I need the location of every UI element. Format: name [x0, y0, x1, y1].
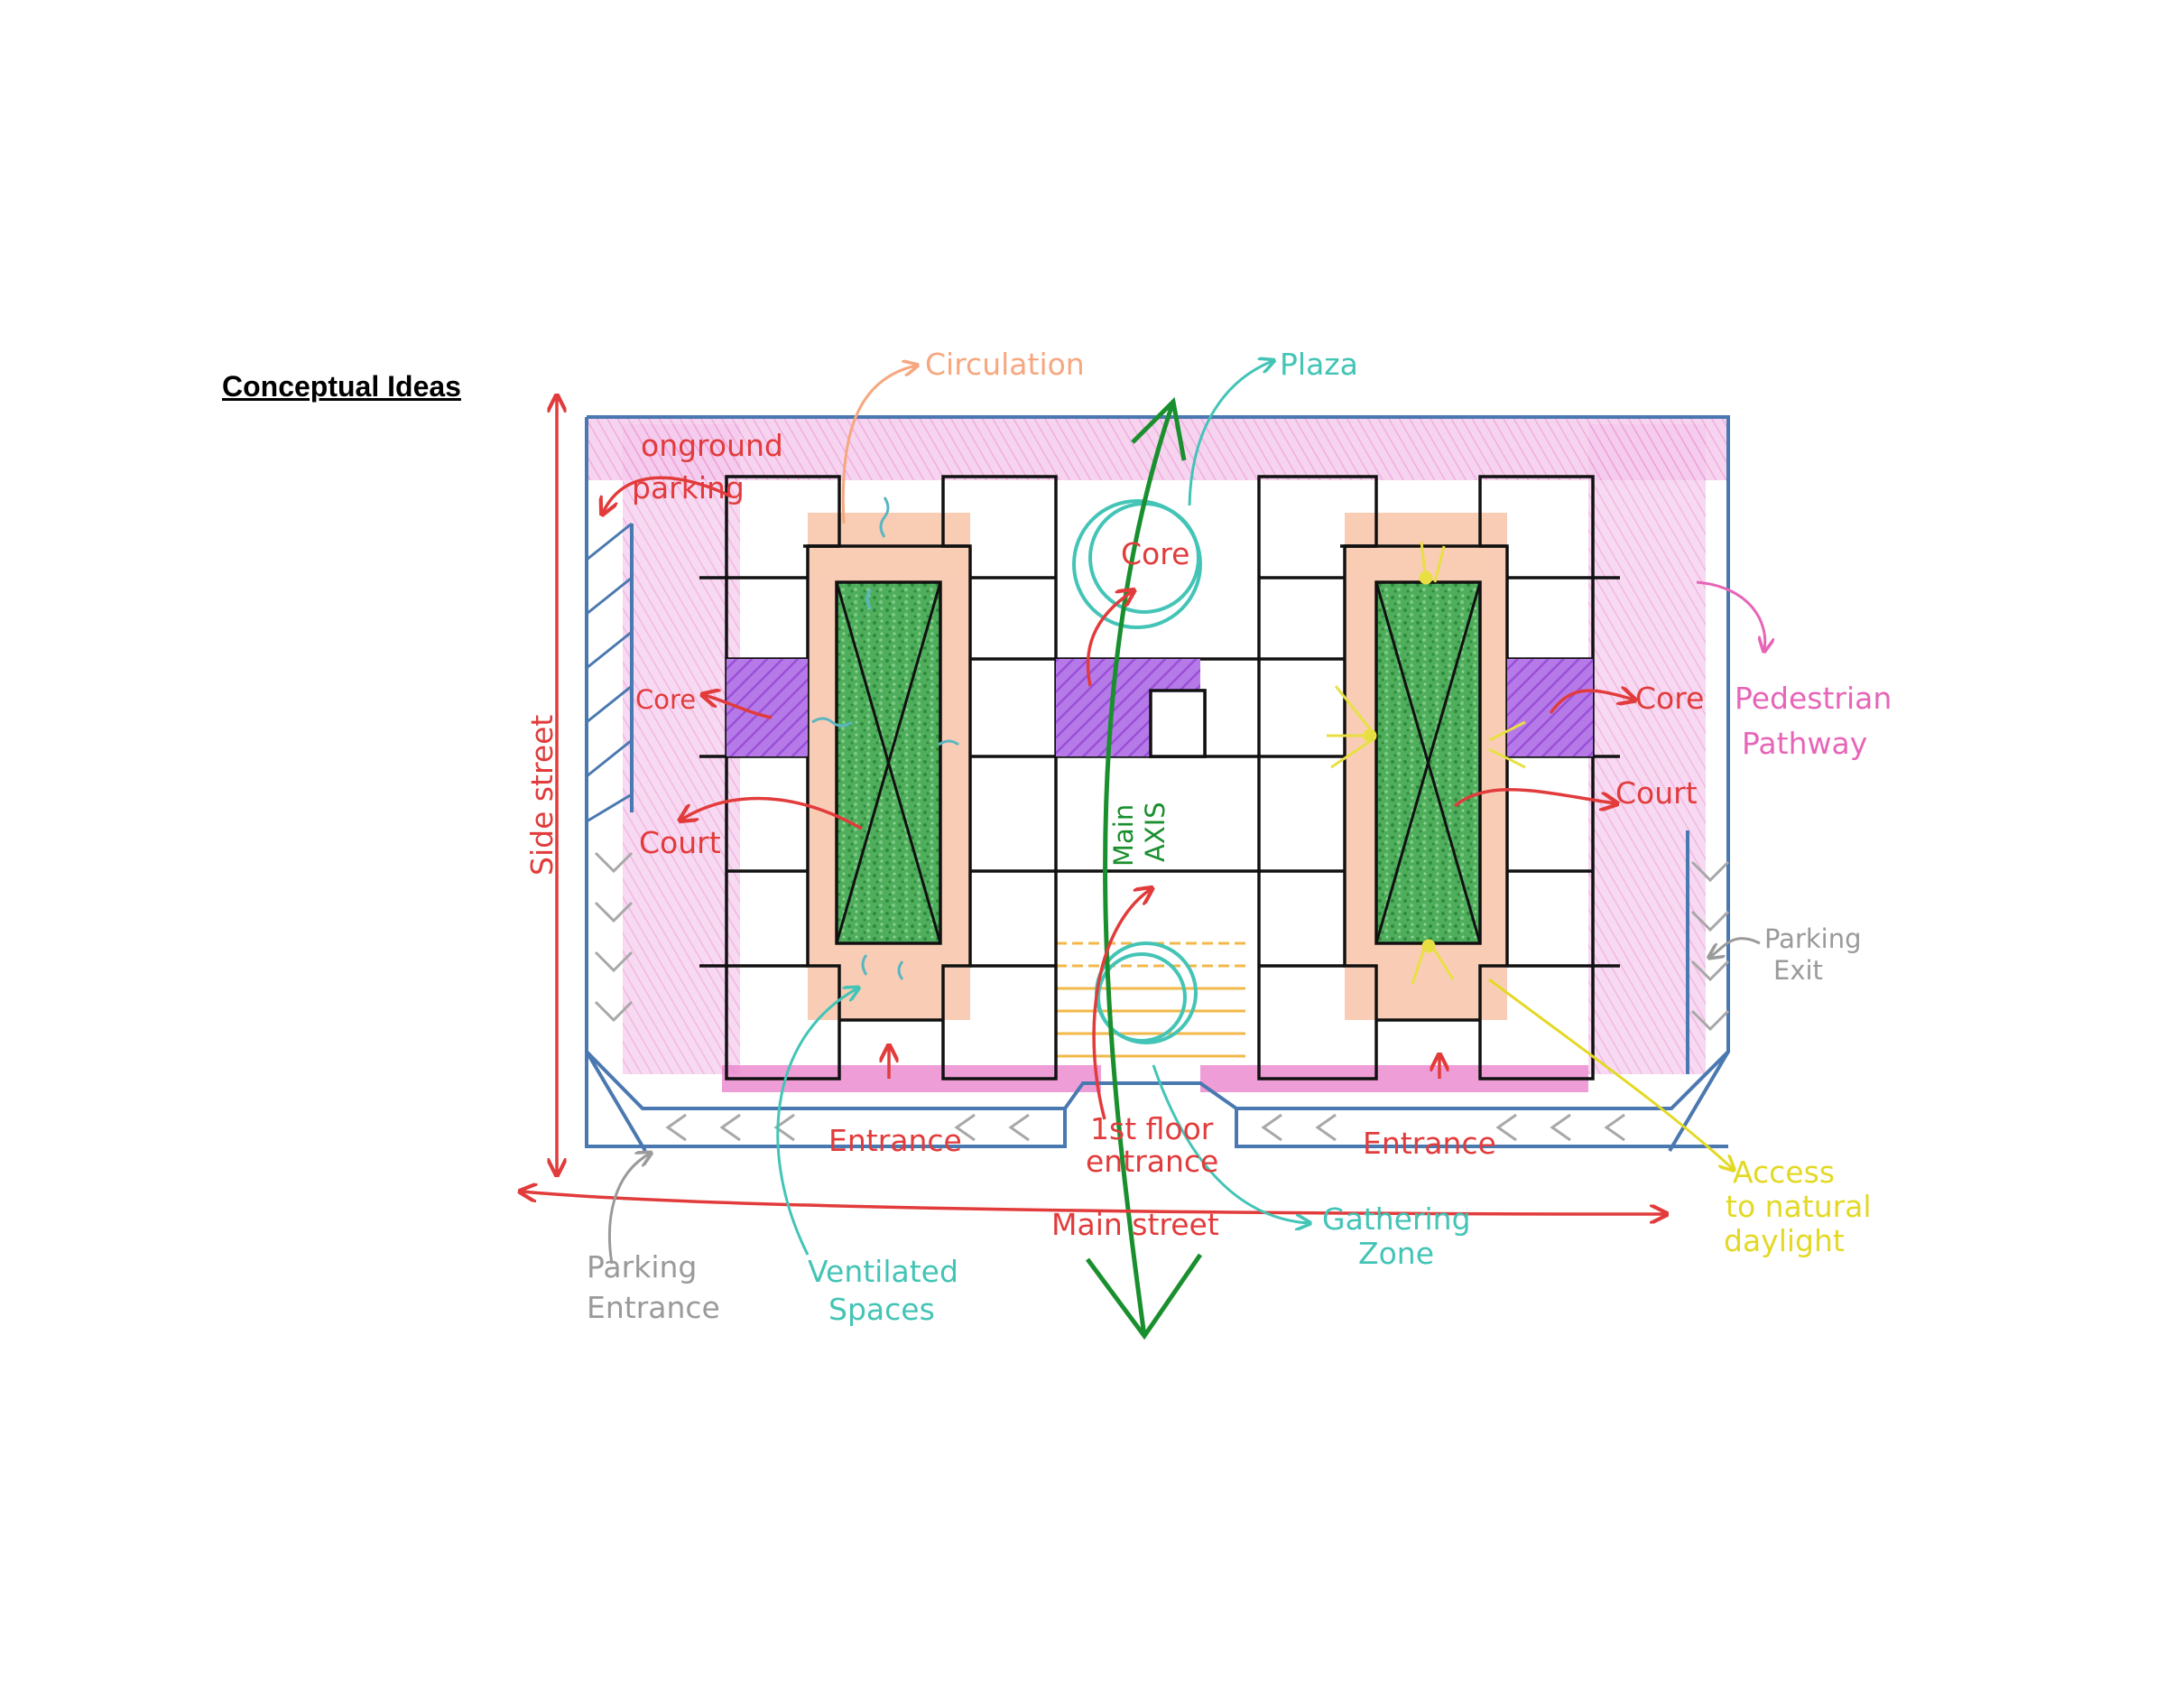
label-first-floor-2: entrance: [1086, 1144, 1218, 1179]
courtyards: [835, 580, 1482, 945]
label-entrance-left: Entrance: [828, 1123, 962, 1158]
label-core-right: Core: [1635, 681, 1704, 716]
diagram-labels: Circulation Plaza onground parking Core …: [524, 347, 1892, 1327]
parking-chevrons: [594, 851, 1730, 1142]
page-title: Conceptual Ideas: [222, 370, 461, 403]
label-access-3: daylight: [1724, 1223, 1845, 1258]
label-parking-entrance-1: Parking: [587, 1249, 697, 1285]
label-access-2: to natural: [1726, 1189, 1872, 1224]
ventilation-squiggles: [811, 496, 959, 980]
label-court-right: Court: [1615, 775, 1698, 811]
label-plaza: Plaza: [1280, 347, 1358, 382]
onground-parking-stripes: [586, 522, 633, 823]
label-parking-entrance-2: Entrance: [587, 1290, 720, 1325]
site-boundary: [585, 415, 1730, 1153]
label-main-axis-1: Main: [1108, 804, 1139, 867]
gathering-steps: [1056, 941, 1245, 1058]
label-parking-exit-1: Parking: [1764, 923, 1862, 954]
label-side-street: Side street: [524, 715, 560, 876]
label-core-center: Core: [1121, 536, 1189, 571]
label-parking-exit-2: Exit: [1773, 955, 1823, 986]
daylight-rays: [1327, 541, 1526, 985]
red-arrows: [522, 397, 1665, 1214]
plaza-circles: [1072, 499, 1202, 1044]
label-first-floor-1: 1st floor: [1090, 1111, 1214, 1146]
label-main-axis-2: AXIS: [1140, 802, 1171, 862]
label-core-left: Core: [635, 684, 696, 715]
label-pedestrian-1: Pedestrian: [1735, 681, 1892, 716]
label-pedestrian-2: Pathway: [1742, 726, 1867, 761]
label-access-1: Access: [1733, 1155, 1835, 1190]
label-ventilated-1: Ventilated: [808, 1254, 958, 1289]
label-main-street: Main street: [1051, 1207, 1219, 1242]
label-onground-parking-1: onground: [641, 428, 783, 463]
cores: [726, 659, 1593, 758]
label-gathering-1: Gathering: [1322, 1201, 1471, 1237]
label-gathering-2: Zone: [1358, 1236, 1434, 1271]
label-court-left: Court: [639, 825, 721, 860]
label-ventilated-2: Spaces: [828, 1292, 935, 1327]
label-onground-parking-2: parking: [632, 470, 745, 505]
leader-arrows: [607, 361, 1764, 1265]
label-entrance-right: Entrance: [1363, 1126, 1496, 1161]
label-circulation: Circulation: [925, 347, 1085, 382]
